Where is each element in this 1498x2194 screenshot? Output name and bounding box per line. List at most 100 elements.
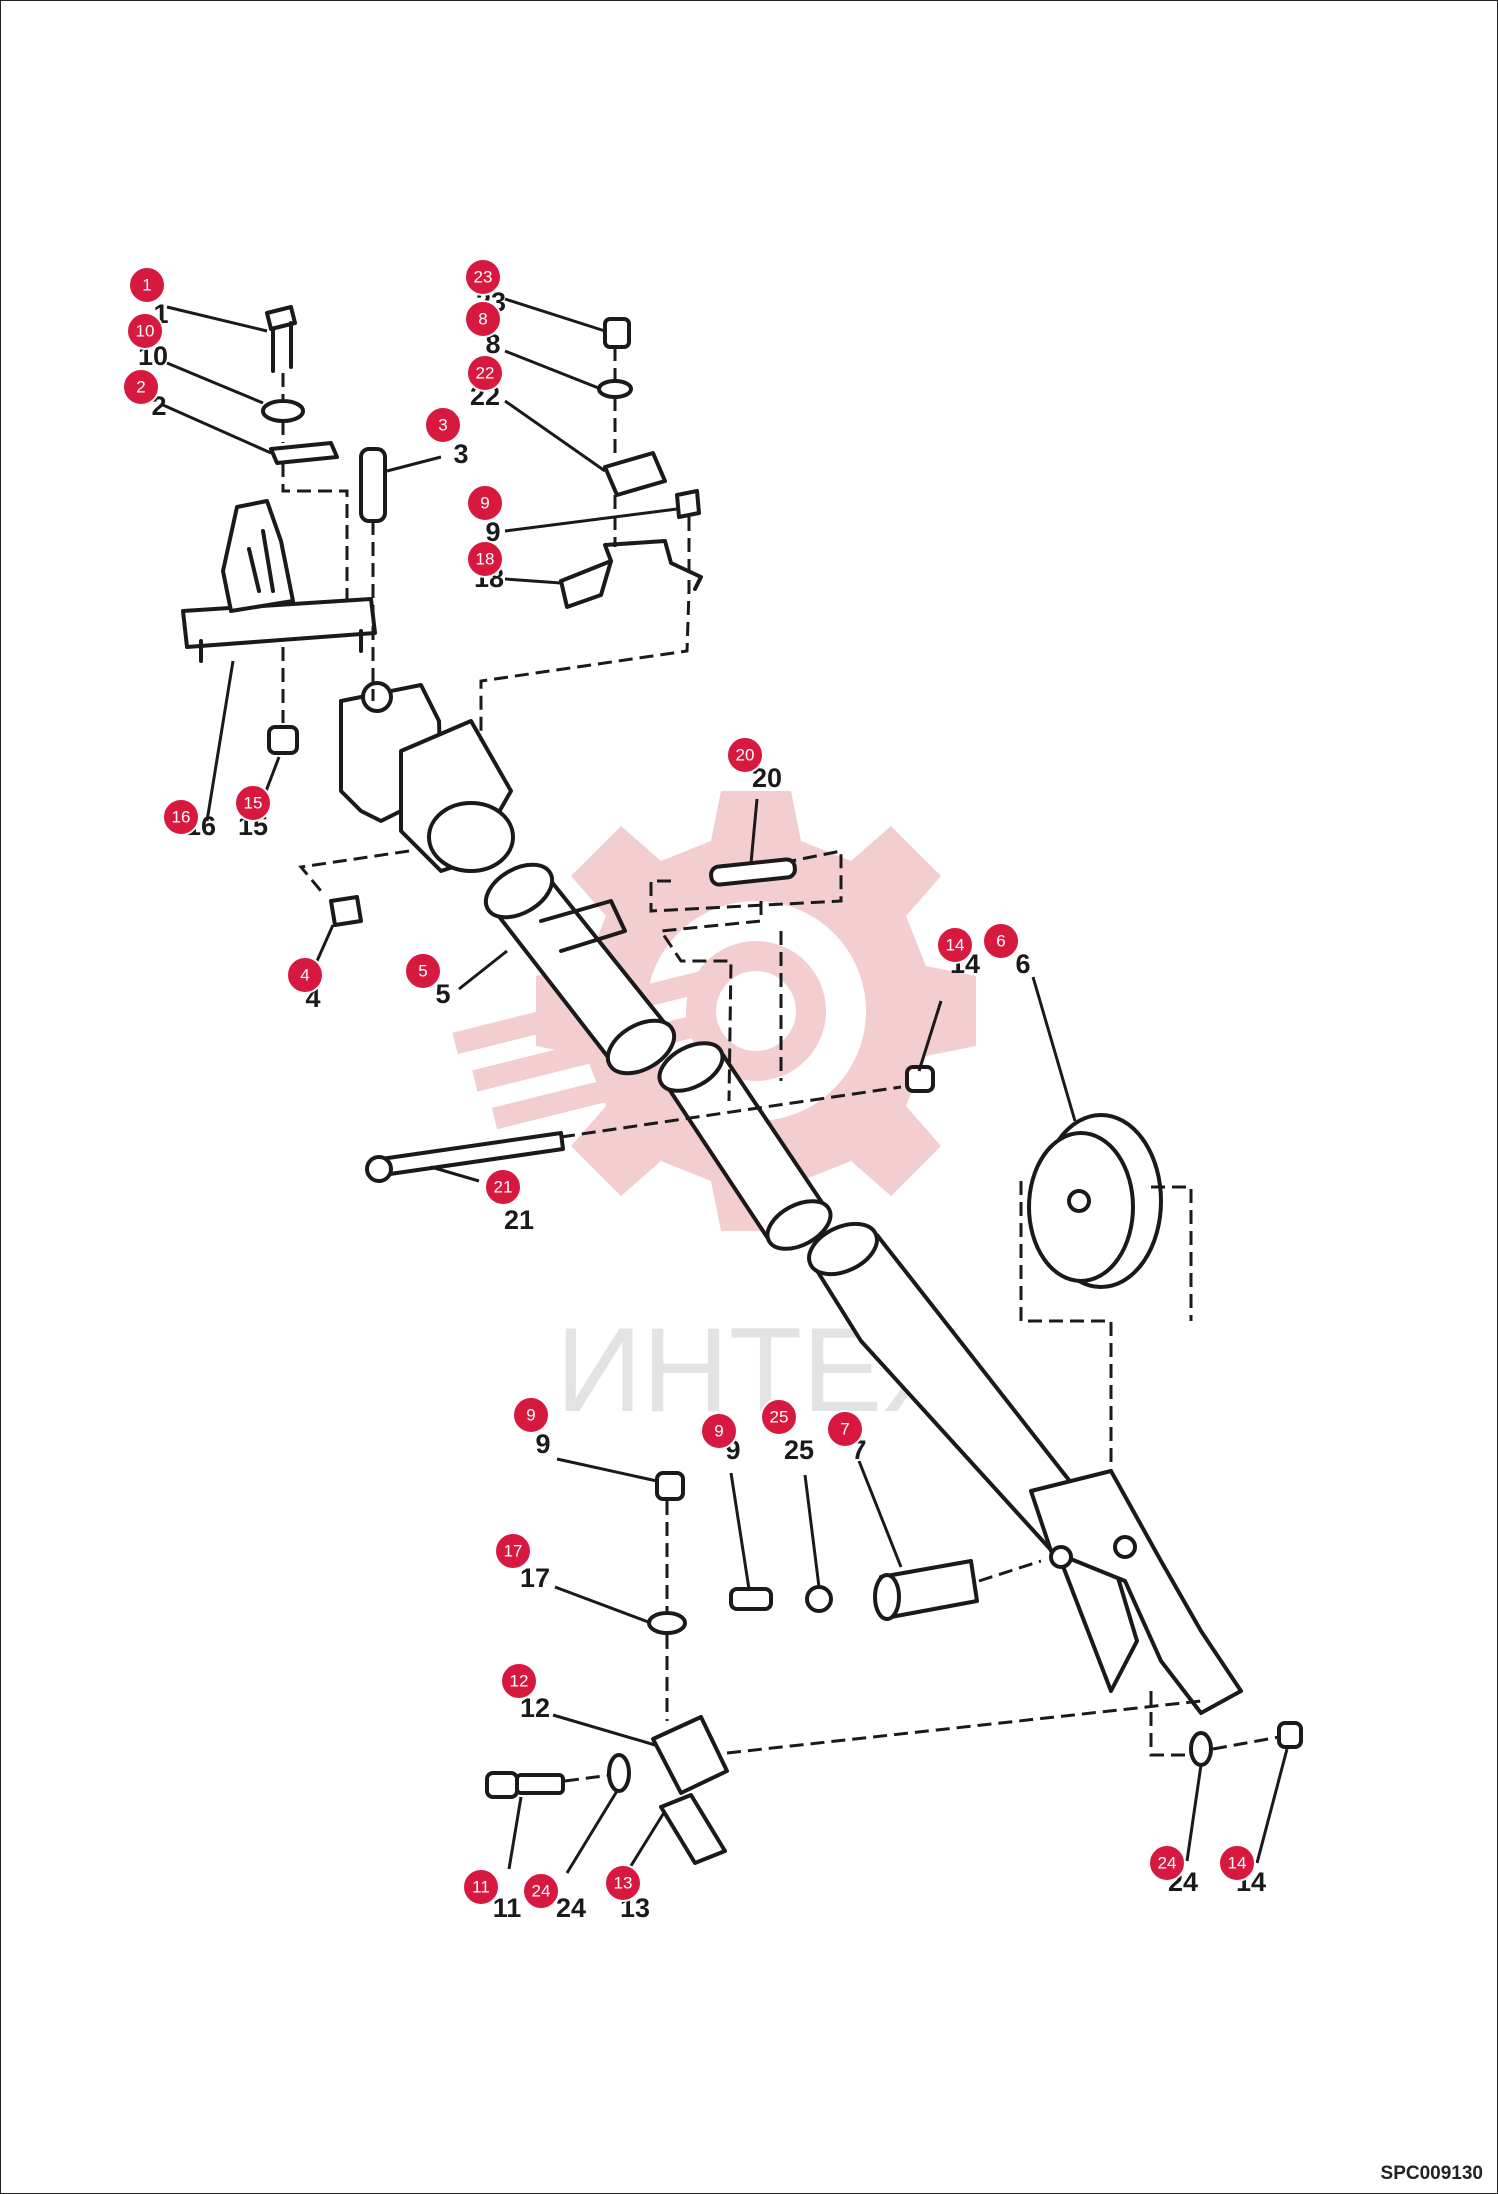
part-main-housing <box>339 681 515 873</box>
svg-text:10: 10 <box>136 322 155 341</box>
number-label: 24 <box>556 1893 586 1923</box>
svg-text:6: 6 <box>996 932 1005 951</box>
svg-text:20: 20 <box>736 746 755 765</box>
part-pin-3 <box>359 447 387 523</box>
callout-badge-9-mid: 9 <box>700 1412 738 1450</box>
callout-badge-10: 10 <box>126 312 164 350</box>
part-clip-4 <box>329 895 363 927</box>
svg-text:14: 14 <box>1228 1854 1247 1873</box>
callout-badge-7: 7 <box>826 1410 864 1448</box>
callout-badge-22: 22 <box>466 354 504 392</box>
part-screw-9 <box>675 489 701 519</box>
number-label: 9 <box>485 517 500 547</box>
part-bolt-23 <box>603 317 631 349</box>
part-block-22 <box>603 451 667 497</box>
svg-text:5: 5 <box>418 962 427 981</box>
callout-badge-9-left: 9 <box>512 1396 550 1434</box>
part-pulley-6 <box>1027 1113 1163 1289</box>
part-washer-17 <box>647 1611 687 1635</box>
callout-badge-9-upper: 9 <box>466 484 504 522</box>
callout-badge-14-upper: 14 <box>936 926 974 964</box>
number-label: 11 <box>493 1893 522 1923</box>
part-washer-10 <box>261 399 305 423</box>
callout-badge-5: 5 <box>404 952 442 990</box>
number-label: 5 <box>435 979 450 1009</box>
callout-badge-21: 21 <box>484 1168 522 1206</box>
callout-badge-24-right: 24 <box>1148 1844 1186 1882</box>
number-label: 6 <box>1015 949 1030 979</box>
part-nut-14-lower <box>1277 1721 1303 1749</box>
part-plate-2 <box>269 441 339 465</box>
part-nut-15 <box>267 725 299 755</box>
svg-text:21: 21 <box>494 1178 513 1197</box>
callout-badge-17: 17 <box>494 1532 532 1570</box>
part-screw-9-mid <box>729 1587 773 1611</box>
svg-text:24: 24 <box>1158 1854 1177 1873</box>
svg-text:9: 9 <box>480 494 489 513</box>
part-bolt-21 <box>365 1131 565 1183</box>
svg-text:16: 16 <box>172 808 191 827</box>
part-bolt-1 <box>265 305 297 373</box>
number-label: 25 <box>784 1435 814 1465</box>
svg-text:7: 7 <box>840 1420 849 1439</box>
callout-badge-20: 20 <box>726 736 764 774</box>
svg-text:17: 17 <box>504 1542 523 1561</box>
svg-text:3: 3 <box>438 416 447 435</box>
svg-text:2: 2 <box>136 378 145 397</box>
callout-badge-2: 2 <box>122 368 160 406</box>
callout-badge-1: 1 <box>128 266 166 304</box>
part-washer-25 <box>805 1585 833 1613</box>
svg-text:1: 1 <box>142 276 151 295</box>
svg-text:14: 14 <box>946 936 965 955</box>
drawing-code: SPC009130 <box>1380 2163 1483 2184</box>
part-bracket-16 <box>181 499 377 663</box>
svg-text:12: 12 <box>510 1672 529 1691</box>
svg-text:8: 8 <box>478 310 487 329</box>
callout-badge-16: 16 <box>162 798 200 836</box>
callout-badge-24-left: 24 <box>522 1872 560 1910</box>
part-tube-5 <box>483 862 677 1076</box>
number-label: 21 <box>504 1205 534 1235</box>
callout-badge-14-lower: 14 <box>1218 1844 1256 1882</box>
svg-text:25: 25 <box>770 1408 789 1427</box>
part-lower-arm <box>807 1221 1243 1715</box>
watermark-logo <box>452 791 976 1231</box>
svg-text:9: 9 <box>714 1422 723 1441</box>
number-label: 3 <box>453 439 468 469</box>
callout-badge-11: 11 <box>462 1868 500 1906</box>
svg-text:11: 11 <box>472 1878 490 1897</box>
svg-text:13: 13 <box>614 1874 633 1893</box>
callout-badge-12: 12 <box>500 1662 538 1700</box>
svg-text:15: 15 <box>244 794 263 813</box>
callout-badge-4: 4 <box>286 956 324 994</box>
svg-text:24: 24 <box>532 1882 551 1901</box>
number-label: 17 <box>520 1563 550 1593</box>
part-bracket-12 <box>651 1715 729 1795</box>
svg-text:9: 9 <box>526 1406 535 1425</box>
callout-badge-3: 3 <box>424 406 462 444</box>
part-screw-9-lower <box>655 1471 685 1501</box>
part-washer-24-right <box>1189 1731 1213 1767</box>
part-bolt-11 <box>485 1771 565 1799</box>
callout-badge-25: 25 <box>760 1398 798 1436</box>
svg-text:22: 22 <box>476 364 495 383</box>
assembly-lines <box>281 347 1280 1783</box>
callout-badge-15: 15 <box>234 784 272 822</box>
callout-badge-8: 8 <box>464 300 502 338</box>
part-washer-8 <box>597 379 633 399</box>
part-pin-7 <box>873 1559 979 1621</box>
callout-badge-13: 13 <box>604 1864 642 1902</box>
svg-text:4: 4 <box>300 966 309 985</box>
number-label: 9 <box>535 1429 550 1459</box>
part-bracket-18 <box>559 539 703 609</box>
callout-badge-6: 6 <box>982 922 1020 960</box>
callout-badge-23: 23 <box>464 258 502 296</box>
part-plate-13 <box>659 1793 727 1865</box>
svg-text:18: 18 <box>476 550 495 569</box>
callout-badges: 1 10 2 3 23 8 22 9 18 16 15 4 5 20 14 6 … <box>122 258 1256 1910</box>
part-tube-middle <box>657 1041 833 1251</box>
svg-text:23: 23 <box>474 268 493 287</box>
part-washer-24-left <box>607 1753 631 1793</box>
callout-badge-18: 18 <box>466 540 504 578</box>
